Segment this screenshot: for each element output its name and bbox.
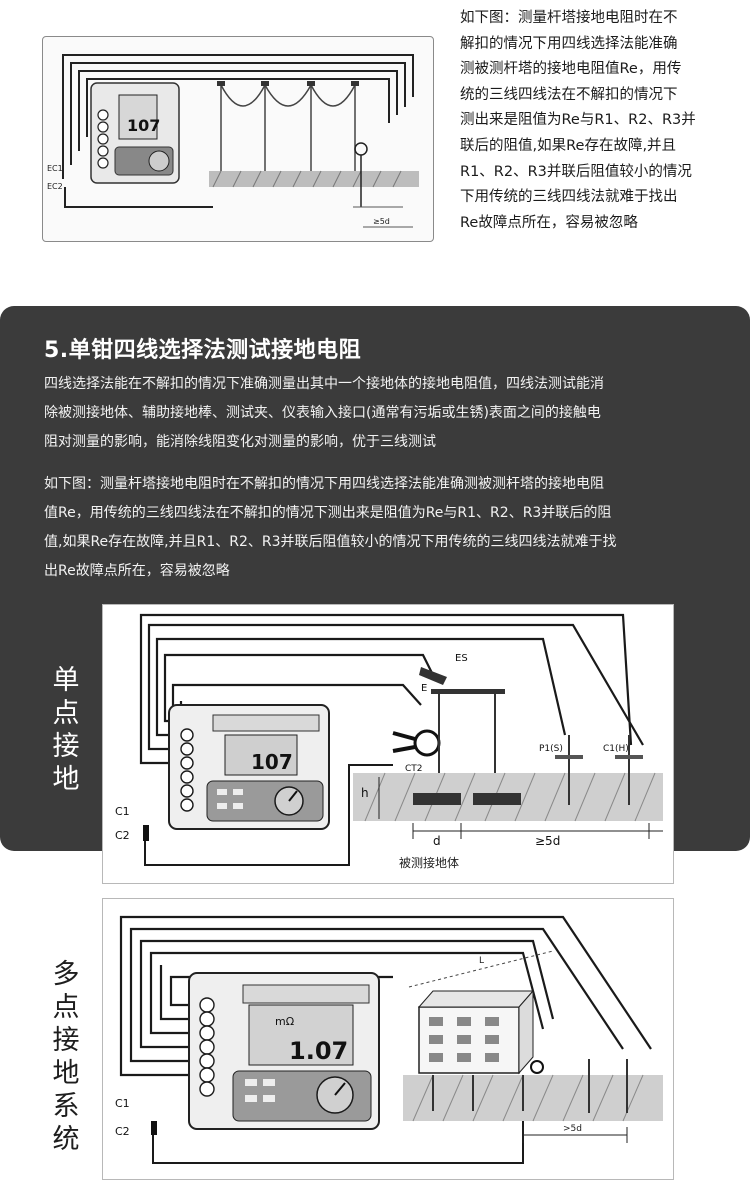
paragraph-line: 值Re，用传统的三线四线法在不解扣的情况下测出来是阻值为Re与R1、R2、R3并… [44, 505, 612, 521]
top-line: 下用传统的三线四线法就难于找出 [460, 189, 678, 206]
fig1-label-dist: ≥5d [535, 834, 560, 848]
meter-dial [148, 150, 170, 172]
top-label-ec2: EC2 [47, 182, 63, 191]
meter-display-value: 107 [127, 116, 160, 135]
top-ground [209, 171, 419, 187]
fig1-single-point-diagram: 107 C1 C2 CT2 ES E [102, 604, 674, 884]
top-dim-label: ≥5d [373, 217, 390, 226]
fig1-ground-electrode [413, 793, 461, 805]
top-diagram-svg: 107 EC1 EC2 [47, 54, 419, 228]
label-char: 接 [52, 1025, 80, 1056]
paragraph-line: 值,如果Re存在故障,并且R1、R2、R3并联后阻值较小的情况下用传统的三线四线… [44, 534, 617, 550]
top-line: 统的三线四线法在不解扣的情况下 [460, 86, 678, 103]
fig2-multi-point-diagram: mΩ 1.07 C1 C2 L [102, 898, 674, 1180]
paragraph-line: 除被测接地体、辅助接地棒、测试夹、仪表输入接口(通常有污垢或生锈)表面之间的接触… [44, 405, 601, 421]
fig2-label-dist: >5d [563, 1124, 582, 1134]
fig1-label-c: C1(H) [603, 744, 629, 754]
section-title: 5.单钳四线选择法测试接地电阻 [44, 338, 362, 363]
fig2-display-value: 1.07 [289, 1037, 348, 1065]
top-wiring-diagram: 107 EC1 EC2 [42, 36, 434, 242]
top-line: 联后的阻值,如果Re存在故障,并且 [460, 137, 677, 154]
fig1-meter-lcd [224, 734, 298, 776]
paragraph-line: 如下图：测量杆塔接地电阻时在不解扣的情况下用四线选择法能准确测被测杆塔的接地电阻 [44, 476, 604, 492]
meter-lcd [118, 94, 158, 140]
fig1-caption: 被测接地体 [399, 855, 459, 870]
label-char: 系 [52, 1091, 80, 1122]
section-paragraph-2: 如下图：测量杆塔接地电阻时在不解扣的情况下用四线选择法能准确测被测杆塔的接地电阻… [44, 470, 704, 586]
fig2-label-c2: C2 [115, 1125, 130, 1138]
fig1-label-e: E [421, 683, 427, 694]
fig1-display-value: 107 [251, 750, 293, 774]
label-char: 点 [52, 698, 80, 729]
fig1-label-h: h [361, 786, 369, 800]
label-char: 接 [52, 731, 80, 762]
top-line: 如下图：测量杆塔接地电阻时在不 [460, 10, 678, 26]
fig2-label-c1: C1 [115, 1097, 130, 1110]
top-line: Re故障点所在，容易被忽略 [460, 214, 638, 231]
fig1-label-p: P1(S) [539, 744, 563, 754]
fig1-label-es: ES [455, 653, 468, 664]
top-line: 测出来是阻值为Re与R1、R2、R3并 [460, 112, 696, 129]
label-char: 点 [52, 992, 80, 1023]
paragraph-line: 阻对测量的影响，能消除线阻变化对测量的影响，优于三线测试 [44, 434, 436, 450]
top-clamp [354, 142, 368, 156]
fig1-label-ct: CT2 [405, 764, 423, 774]
label-char: 统 [52, 1124, 80, 1155]
top-line: 解扣的情况下用四线选择法能准确 [460, 35, 678, 52]
top-line: R1、R2、R3并联后阻值较小的情况 [460, 163, 692, 180]
fig1-label-c1: C1 [115, 805, 130, 818]
label-char: 多 [52, 959, 80, 990]
top-label-ec1: EC1 [47, 164, 63, 173]
fig1-bar [431, 689, 505, 694]
label-char: 地 [52, 764, 80, 795]
fig1-ground-electrode [473, 793, 521, 805]
fig2-svg: mΩ 1.07 C1 C2 L [115, 915, 663, 1164]
section-paragraph-1: 四线选择法能在不解扣的情况下准确测量出其中一个接地体的接地电阻值，四线法测试能消… [44, 370, 704, 457]
paragraph-line: 出Re故障点所在，容易被忽略 [44, 563, 230, 579]
label-char: 地 [52, 1058, 80, 1089]
fig1-vertical-label: 单 点 接 地 [46, 664, 86, 796]
paragraph-line: 四线选择法能在不解扣的情况下准确测量出其中一个接地体的接地电阻值，四线法测试能消 [44, 376, 604, 392]
fig1-svg: 107 C1 C2 CT2 ES E [115, 613, 663, 870]
top-description: 如下图：测量杆塔接地电阻时在不 解扣的情况下用四线选择法能准确 测被测杆塔的接地… [460, 6, 742, 236]
fig1-label-c2: C2 [115, 829, 130, 842]
fig2-meter-lcd [248, 1004, 354, 1066]
label-char: 单 [52, 665, 80, 696]
fig1-clamp [413, 729, 441, 757]
top-line: 测被测杆塔的接地电阻值Re，用传 [460, 61, 682, 78]
fig2-label-l: L [479, 956, 484, 966]
fig2-ground [403, 1075, 663, 1121]
fig2-display-unit: mΩ [275, 1015, 294, 1028]
fig2-clamp [530, 1060, 544, 1074]
fig2-vertical-label: 多 点 接 地 系 统 [46, 958, 86, 1156]
fig1-label-d: d [433, 834, 441, 848]
